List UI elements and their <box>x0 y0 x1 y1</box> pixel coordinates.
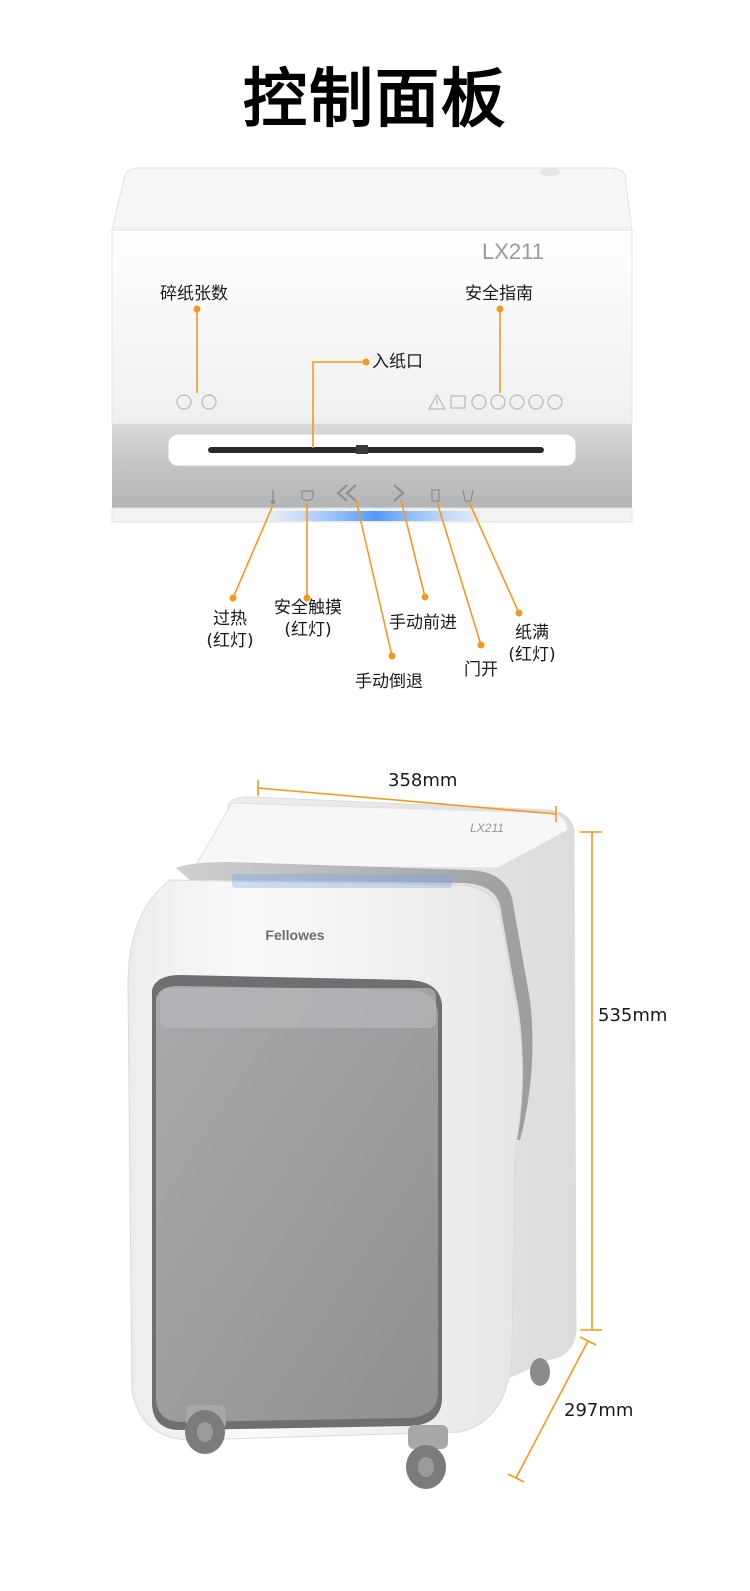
panel-model-label: LX211 <box>482 239 544 264</box>
dimension-width: 358mm <box>388 770 458 791</box>
control-strip <box>232 874 452 888</box>
caster-back <box>530 1358 550 1386</box>
safety-touch-icon <box>301 490 314 502</box>
control-panel-illustration: LX211 <box>111 167 633 660</box>
waste-bin <box>156 985 438 1422</box>
callout-dots <box>193 305 523 660</box>
led-glow <box>270 511 480 521</box>
silver-rim <box>176 862 533 1140</box>
shredder-top <box>195 802 569 869</box>
label-manual-forward: 手动前进 <box>389 613 457 633</box>
shredder-upper-body <box>111 227 633 425</box>
shredder-top-cap <box>111 167 633 231</box>
label-manual-reverse: 手动倒退 <box>355 672 423 692</box>
warning-icon <box>427 393 447 410</box>
product-model-label: LX211 <box>470 821 504 835</box>
caster-left <box>185 1405 226 1454</box>
brand-logo: Fellowes <box>265 927 324 943</box>
dimension-depth: 297mm <box>564 1400 634 1421</box>
label-safety-guide: 安全指南 <box>465 284 533 304</box>
label-bin-full: 纸满 (红灯) <box>508 623 556 665</box>
label-safety-touch: 安全触摸 (红灯) <box>274 598 342 640</box>
label-door-open: 门开 <box>464 660 498 680</box>
forward-arrow-icon <box>393 484 405 502</box>
bin-full-icon <box>462 489 474 502</box>
label-overheat: 过热 (红灯) <box>206 609 254 651</box>
dimension-lines <box>257 780 602 1483</box>
caster-right <box>406 1425 448 1489</box>
label-paper-entry: 入纸口 <box>372 352 423 372</box>
door-open-icon <box>431 489 440 502</box>
overheat-icon <box>270 490 276 505</box>
safety-guide-icons <box>450 394 563 410</box>
label-sheet-count: 碎纸张数 <box>160 284 228 304</box>
page-title: 控制面板 <box>243 63 507 137</box>
dimension-height: 535mm <box>598 1005 668 1026</box>
reverse-arrow-icon <box>336 484 357 502</box>
sheet-count-icon <box>176 394 217 410</box>
callout-lines <box>196 309 520 657</box>
